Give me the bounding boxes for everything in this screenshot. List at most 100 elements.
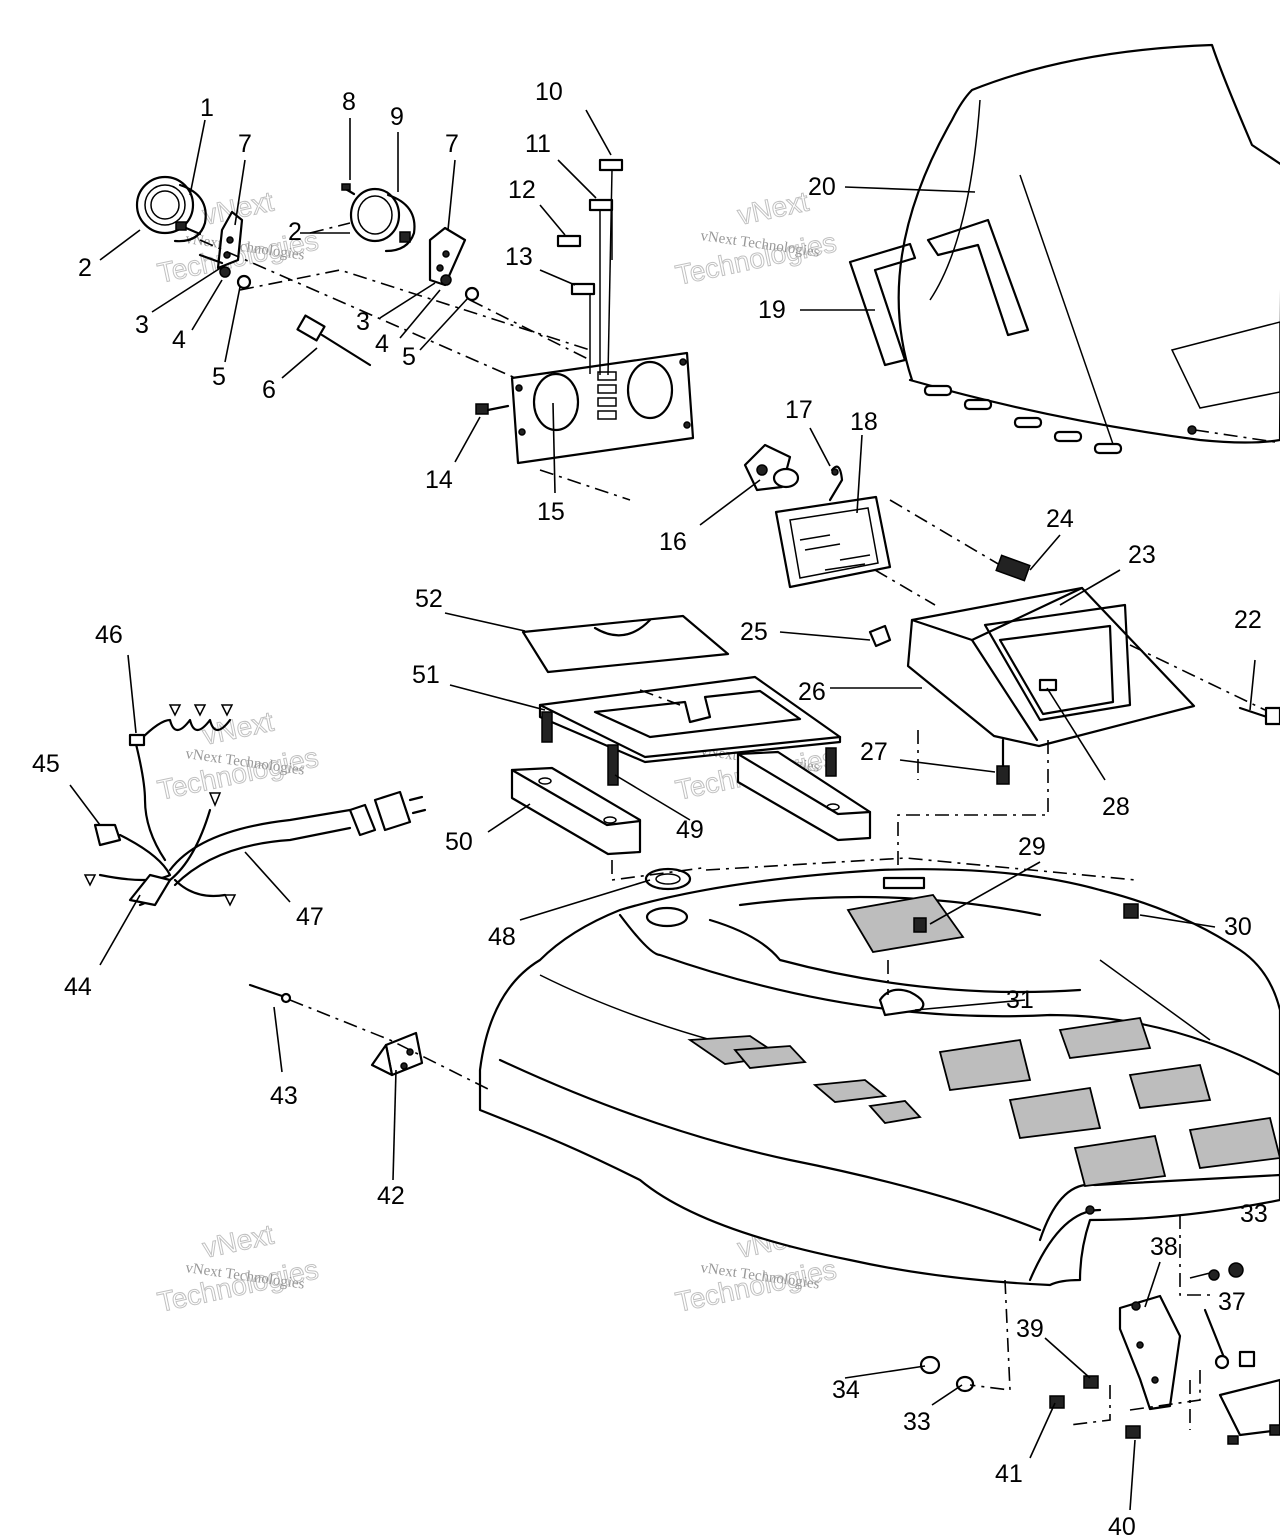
callout-4b: 4 bbox=[375, 330, 389, 358]
bolt-22 bbox=[1238, 706, 1280, 726]
screw-29 bbox=[913, 917, 927, 933]
callout-19: 19 bbox=[758, 296, 786, 324]
callout-37: 37 bbox=[1218, 1288, 1246, 1316]
svg-text:vNext: vNext bbox=[200, 1219, 277, 1264]
callout-39: 39 bbox=[1016, 1315, 1044, 1343]
bracket-left bbox=[198, 210, 252, 290]
callout-24: 24 bbox=[1046, 505, 1074, 533]
screw-40 bbox=[1125, 1425, 1141, 1439]
screw-14 bbox=[475, 403, 510, 415]
svg-text:Technologies: Technologies bbox=[673, 1254, 839, 1318]
callout-2b: 2 bbox=[288, 218, 302, 246]
linkage-37 bbox=[1203, 1308, 1280, 1445]
callout-4: 4 bbox=[172, 326, 186, 354]
callout-17: 17 bbox=[785, 396, 813, 424]
gasket-52 bbox=[521, 614, 730, 674]
callout-38: 38 bbox=[1150, 1233, 1178, 1261]
screw-30 bbox=[1123, 903, 1139, 919]
headlight-housing bbox=[906, 586, 1266, 748]
callout-44: 44 bbox=[64, 973, 92, 1001]
windshield bbox=[848, 43, 1280, 455]
callout-43: 43 bbox=[270, 1082, 298, 1110]
callout-12: 12 bbox=[508, 176, 536, 204]
callout-22: 22 bbox=[1234, 606, 1262, 634]
bracket-38 bbox=[1118, 1294, 1182, 1411]
callout-30: 30 bbox=[1224, 913, 1252, 941]
callout-40: 40 bbox=[1108, 1513, 1136, 1536]
callout-2: 2 bbox=[78, 254, 92, 282]
washer-33-top bbox=[1208, 1262, 1244, 1281]
hood bbox=[478, 868, 1280, 1287]
callout-25: 25 bbox=[740, 618, 768, 646]
watermark-mid-left: vNext vNext Technologies Technologies bbox=[154, 705, 321, 806]
watermark-bottom-left: vNext vNext Technologies Technologies bbox=[154, 1218, 321, 1318]
foam-blocks-50 bbox=[510, 750, 872, 856]
svg-text:vNext: vNext bbox=[735, 186, 812, 231]
svg-text:Technologies: Technologies bbox=[155, 742, 321, 806]
callout-28: 28 bbox=[1102, 793, 1130, 821]
headlight-bulb bbox=[743, 443, 800, 492]
callout-45: 45 bbox=[32, 750, 60, 778]
washer-33-bottom bbox=[955, 1375, 975, 1393]
instrument-panel bbox=[510, 351, 695, 465]
callout-27: 27 bbox=[860, 738, 888, 766]
callout-50: 50 bbox=[445, 828, 473, 856]
callout-7: 7 bbox=[238, 130, 252, 158]
probe-6 bbox=[296, 314, 372, 367]
wiring-harness bbox=[83, 704, 427, 907]
mount-plate-51 bbox=[538, 675, 842, 764]
callout-8: 8 bbox=[342, 88, 356, 116]
callout-31: 31 bbox=[1006, 986, 1034, 1014]
callout-49: 49 bbox=[676, 816, 704, 844]
callout-15: 15 bbox=[537, 498, 565, 526]
watermark-top-center: vNext vNext Technologies Technologies bbox=[672, 185, 839, 291]
clip-25 bbox=[868, 624, 892, 648]
callout-33b: 33 bbox=[903, 1408, 931, 1436]
callout-29: 29 bbox=[1018, 833, 1046, 861]
gauge-right bbox=[309, 187, 416, 253]
callout-18: 18 bbox=[850, 408, 878, 436]
bracket-42 bbox=[370, 1031, 424, 1077]
callout-11: 11 bbox=[525, 130, 551, 158]
callout-5: 5 bbox=[212, 363, 226, 391]
screw-27 bbox=[996, 738, 1010, 785]
callout-48: 48 bbox=[488, 923, 516, 951]
callout-33: 33 bbox=[1240, 1200, 1268, 1228]
screw-39 bbox=[1083, 1375, 1099, 1389]
callout-9: 9 bbox=[390, 103, 404, 131]
nut-34 bbox=[919, 1355, 941, 1375]
svg-text:Technologies: Technologies bbox=[155, 1254, 321, 1318]
leader-lines bbox=[69, 109, 1256, 1511]
spring-24 bbox=[995, 554, 1031, 582]
callout-13: 13 bbox=[505, 243, 533, 271]
callout-20: 20 bbox=[808, 173, 836, 201]
pin-43 bbox=[248, 983, 292, 1004]
callout-26: 26 bbox=[798, 678, 826, 706]
headlight bbox=[774, 465, 1001, 606]
callout-3b: 3 bbox=[356, 308, 370, 336]
callout-7b: 7 bbox=[445, 130, 459, 158]
callout-10: 10 bbox=[535, 78, 563, 106]
bracket-right bbox=[428, 226, 480, 302]
callout-51: 51 bbox=[412, 661, 440, 689]
callout-46: 46 bbox=[95, 621, 123, 649]
callout-1: 1 bbox=[200, 94, 214, 122]
callout-23: 23 bbox=[1128, 541, 1156, 569]
svg-text:vNext: vNext bbox=[200, 706, 277, 751]
callout-16: 16 bbox=[659, 528, 687, 556]
grommet-48 bbox=[644, 867, 692, 891]
callout-52: 52 bbox=[415, 585, 443, 613]
indicator-lights bbox=[556, 158, 624, 376]
callout-5b: 5 bbox=[402, 343, 416, 371]
screw-8 bbox=[341, 183, 356, 196]
callout-41: 41 bbox=[995, 1460, 1023, 1488]
callout-labels: 1 2 3 4 5 6 7 8 9 7 2 3 4 5 10 11 12 13 … bbox=[32, 78, 1268, 1536]
callout-47: 47 bbox=[296, 903, 324, 931]
callout-42: 42 bbox=[377, 1182, 405, 1210]
screw-41 bbox=[1049, 1395, 1065, 1409]
callout-14: 14 bbox=[425, 466, 453, 494]
callout-6: 6 bbox=[262, 376, 276, 404]
callout-34: 34 bbox=[832, 1376, 860, 1404]
gauge-left bbox=[135, 175, 207, 243]
